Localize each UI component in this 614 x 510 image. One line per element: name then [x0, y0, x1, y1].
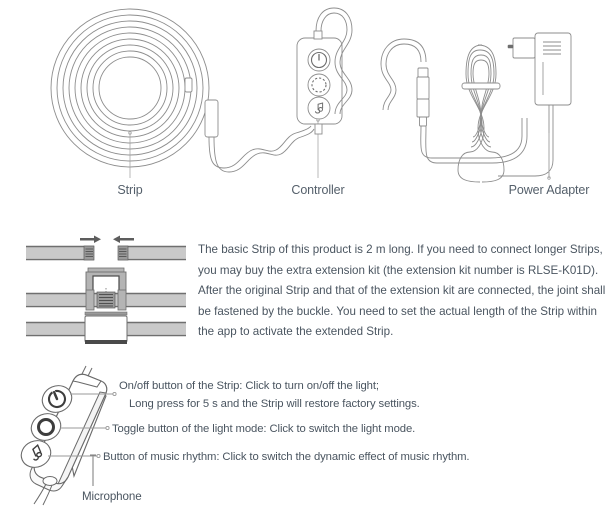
mode-circle-icon	[307, 73, 331, 97]
cable-strip-to-controller-b	[213, 128, 315, 173]
extension-paragraph: The basic Strip of this product is 2 m l…	[198, 243, 606, 339]
callout-on-off-line1: On/off button of the Strip: Click to tur…	[119, 380, 379, 392]
microphone-opening-icon	[42, 476, 58, 486]
cable-joint-upper	[385, 43, 422, 111]
label-strip: Strip	[117, 183, 143, 197]
callout-leader-lines	[48, 391, 117, 459]
cable-joint-upper-b	[380, 38, 427, 111]
step-buckle-open-icon	[26, 267, 186, 311]
cable-tie-icon	[461, 82, 501, 90]
coiled-cable-bundle-icon	[465, 44, 497, 153]
dc-barrel-connector-icon	[416, 67, 430, 127]
controller-detail-illustration	[17, 365, 117, 506]
callout-toggle-mode: Toggle button of the light mode: Click t…	[112, 423, 416, 435]
arrow-right-icon	[80, 235, 101, 243]
controller-overview-icon	[296, 30, 343, 125]
cable-controller-top-b	[320, 12, 348, 115]
controller-strain-relief	[314, 123, 323, 135]
callout-on-off-line2: Long press for 5 s and the Strip will re…	[129, 398, 420, 410]
cable-strip-to-controller	[208, 125, 312, 169]
adapter-output-cable-b	[498, 105, 554, 177]
cable-controller-top	[315, 7, 353, 115]
label-power-adapter: Power Adapter	[508, 183, 590, 197]
detail-mode-button[interactable]	[27, 409, 65, 445]
strip-connector-block	[204, 99, 219, 138]
arrow-left-icon	[113, 235, 134, 243]
cable-barrel-to-adapter	[420, 118, 523, 159]
label-microphone: Microphone	[82, 490, 142, 503]
cable-barrel-to-adapter-b	[425, 118, 528, 164]
step-align-icon	[26, 235, 186, 261]
detail-music-button[interactable]	[17, 436, 55, 472]
bundle-tail-a	[457, 151, 481, 183]
step-buckle-closed-icon	[26, 311, 186, 344]
detail-power-button[interactable]	[38, 381, 76, 417]
power-icon	[307, 48, 331, 72]
label-controller: Controller	[291, 183, 345, 197]
controller-leader-dot	[316, 118, 320, 122]
callout-music-rhythm: Button of music rhythm: Click to switch …	[103, 451, 470, 463]
strip-leader-dot	[128, 131, 132, 135]
bundle-tail-b	[481, 151, 505, 183]
strip-buckle-icon	[184, 77, 193, 93]
extension-steps-illustration	[26, 235, 186, 344]
power-adapter-icon	[507, 32, 572, 106]
